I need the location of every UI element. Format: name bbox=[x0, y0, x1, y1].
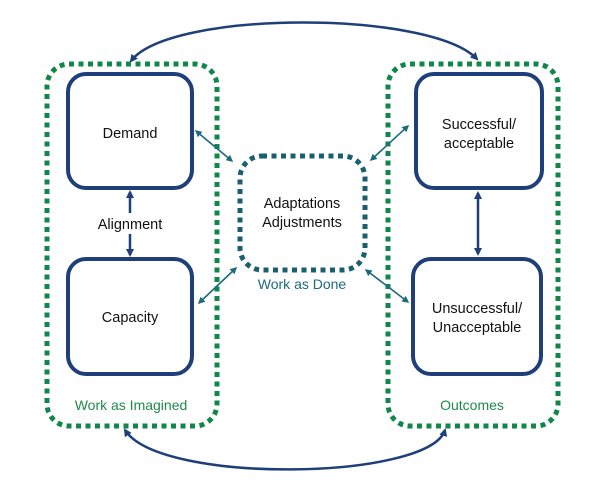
top-feedback-arc bbox=[129, 21, 479, 63]
alignment-label: Alignment bbox=[98, 217, 162, 233]
done-to-successful-arrow bbox=[369, 124, 410, 162]
successful-label-line2: acceptable bbox=[444, 136, 514, 152]
successful-box bbox=[414, 72, 544, 190]
done-to-unsuccessful-arrow bbox=[364, 269, 410, 303]
demand-label: Demand bbox=[103, 126, 158, 142]
adaptations-label: Adaptations bbox=[264, 196, 341, 212]
adjustments-label: Adjustments bbox=[262, 215, 342, 231]
unsuccessful-box bbox=[411, 257, 543, 376]
bottom-feedback-arc bbox=[123, 428, 448, 471]
capacity-label: Capacity bbox=[102, 310, 159, 326]
work-as-imagined-label: Work as Imagined bbox=[75, 397, 188, 413]
demand-box bbox=[66, 72, 194, 190]
capacity-to-done-arrow bbox=[197, 266, 238, 305]
unsuccessful-label-line2: Unacceptable bbox=[433, 320, 522, 336]
successful-label-line1: Successful/ bbox=[442, 117, 517, 133]
unsuccessful-label-line1: Unsuccessful/ bbox=[432, 301, 523, 317]
demand-to-done-arrow bbox=[194, 130, 234, 162]
outcomes-label: Outcomes bbox=[440, 397, 504, 413]
work-as-done-group bbox=[237, 153, 368, 273]
work-as-done-label: Work as Done bbox=[258, 276, 347, 292]
capacity-box bbox=[66, 257, 194, 376]
